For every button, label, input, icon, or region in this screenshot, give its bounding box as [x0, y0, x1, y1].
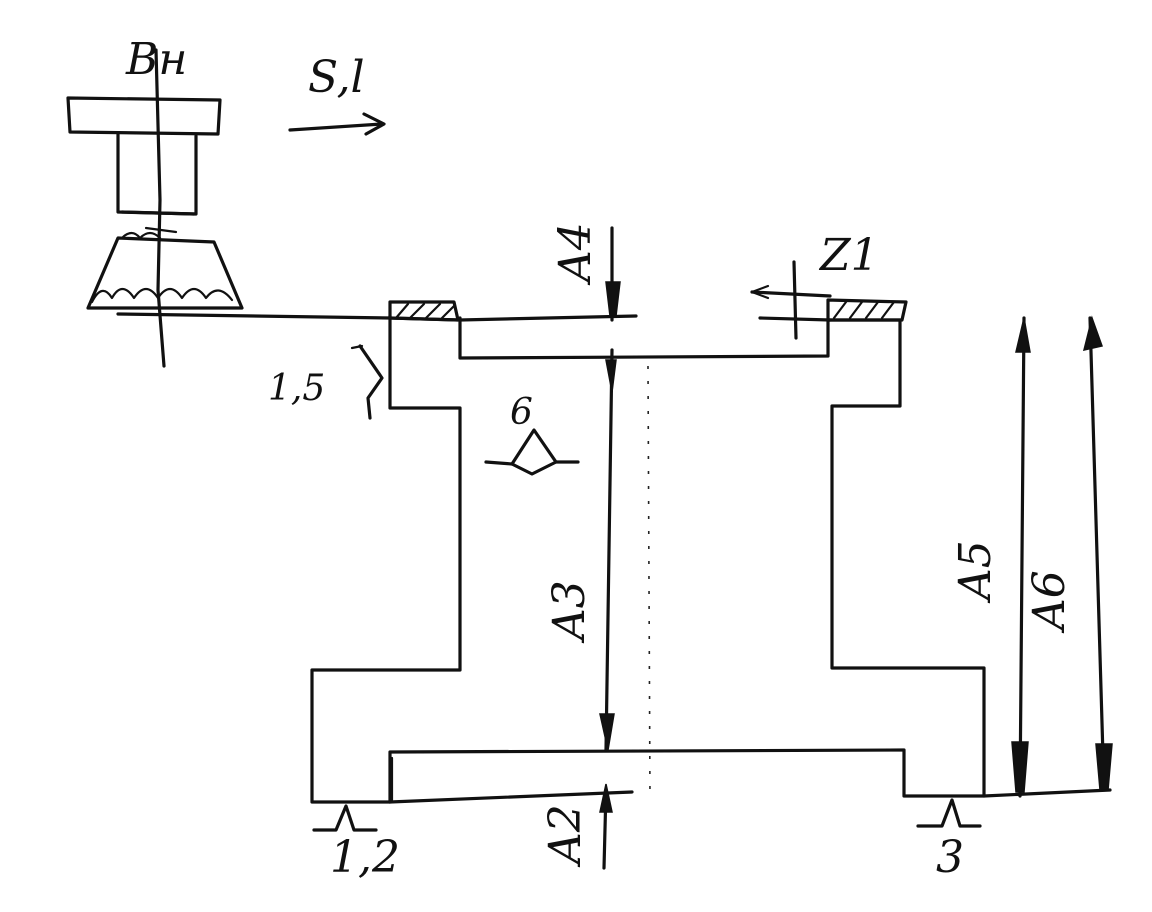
- dim-a5-label: A5: [950, 540, 1001, 604]
- dim-a6-label: A6: [1024, 570, 1075, 634]
- base-left-label: 1,2: [330, 832, 400, 883]
- dim-a4-label: A4: [550, 222, 601, 286]
- base-right-label: 3: [936, 832, 964, 883]
- dim-z1: [750, 260, 832, 340]
- dim-z1-label: Z1: [818, 230, 879, 281]
- roughness-label: 1,5: [268, 368, 325, 409]
- dim-a2: [599, 783, 613, 870]
- dim-a2-label: A2: [540, 804, 591, 868]
- tool-label: Bн: [125, 34, 187, 85]
- allowance-right: [826, 298, 908, 322]
- axis-line: [647, 365, 651, 801]
- locator-label: 6: [510, 392, 533, 433]
- dim-a5: [1011, 316, 1031, 798]
- locator-symbol: [484, 428, 580, 476]
- feed-arrow: [288, 112, 386, 136]
- dim-a3-label: A3: [544, 580, 595, 644]
- dim-a3: [599, 348, 617, 752]
- allowance-left: [388, 300, 460, 322]
- top-surface-line: [116, 312, 638, 322]
- dim-a6: [1082, 315, 1113, 792]
- feed-label: S,l: [308, 52, 365, 103]
- base-support-left: [312, 804, 378, 832]
- dim-a4: [605, 226, 621, 322]
- roughness-mark: [350, 344, 384, 420]
- milling-cutter: [66, 48, 244, 368]
- base-support-right: [916, 798, 982, 828]
